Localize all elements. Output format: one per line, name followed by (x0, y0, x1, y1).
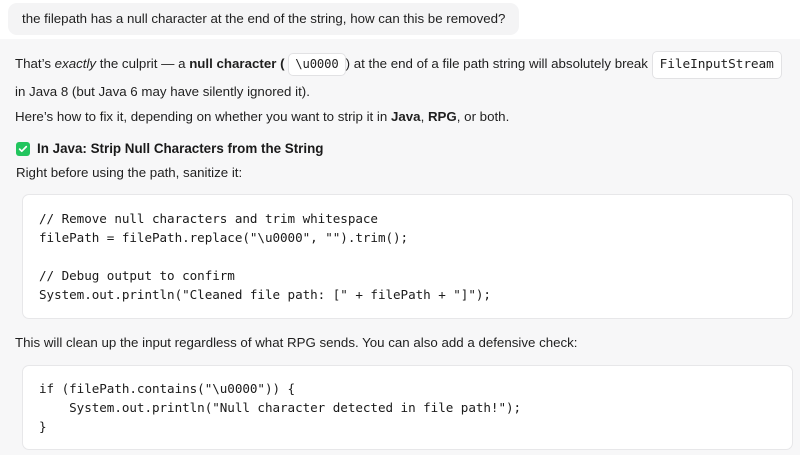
fix-intro-separator: , (420, 109, 428, 124)
lead-text-segment-2: the culprit — a (96, 56, 190, 71)
inline-code-fileinputstream[interactable]: FileInputStream (651, 51, 782, 79)
code-block-defensive-check-text: if (filePath.contains("\u0000")) { Syste… (39, 381, 522, 434)
section-heading-title: In Java: Strip Null Characters from the … (37, 141, 324, 156)
check-square-icon (16, 142, 30, 156)
assistant-message-card: That’s exactly the culprit — a null char… (0, 39, 800, 455)
fix-intro-bold-java: Java (390, 109, 421, 124)
user-message-text: the filepath has a null character at the… (22, 11, 506, 26)
inline-code-null-escape[interactable]: \u0000 (288, 53, 346, 76)
fix-intro-bold-rpg: RPG (427, 109, 457, 124)
section-subtitle: Right before using the path, sanitize it… (16, 165, 243, 180)
lead-text-segment-3: ) at the end of a file path string will … (345, 56, 648, 71)
user-message-bubble[interactable]: the filepath has a null character at the… (8, 3, 520, 35)
code-block-sanitize-text: // Remove null characters and trim white… (39, 211, 491, 302)
lead-text-segment-4: in Java 8 (but Java 6 may have silently … (15, 84, 310, 99)
code-block-sanitize[interactable]: // Remove null characters and trim white… (22, 194, 793, 319)
lead-bold-null-character: null character ( (189, 56, 285, 71)
user-message-row: the filepath has a null character at the… (0, 0, 800, 35)
lead-emphasis: exactly (54, 56, 97, 71)
assistant-fix-intro-paragraph: Here’s how to fix it, depending on wheth… (0, 106, 800, 126)
lead-text-segment-1: That’s (15, 56, 55, 71)
fix-intro-segment-1: Here’s how to fix it, depending on wheth… (15, 109, 391, 124)
fix-intro-segment-2: , or both. (456, 109, 510, 124)
assistant-lead-paragraph: That’s exactly the culprit — a null char… (0, 50, 800, 106)
assistant-mid-paragraph: This will clean up the input regardless … (15, 335, 578, 350)
section-heading-java: In Java: Strip Null Characters from the … (0, 141, 800, 157)
code-block-defensive-check[interactable]: if (filePath.contains("\u0000")) { Syste… (22, 365, 793, 450)
